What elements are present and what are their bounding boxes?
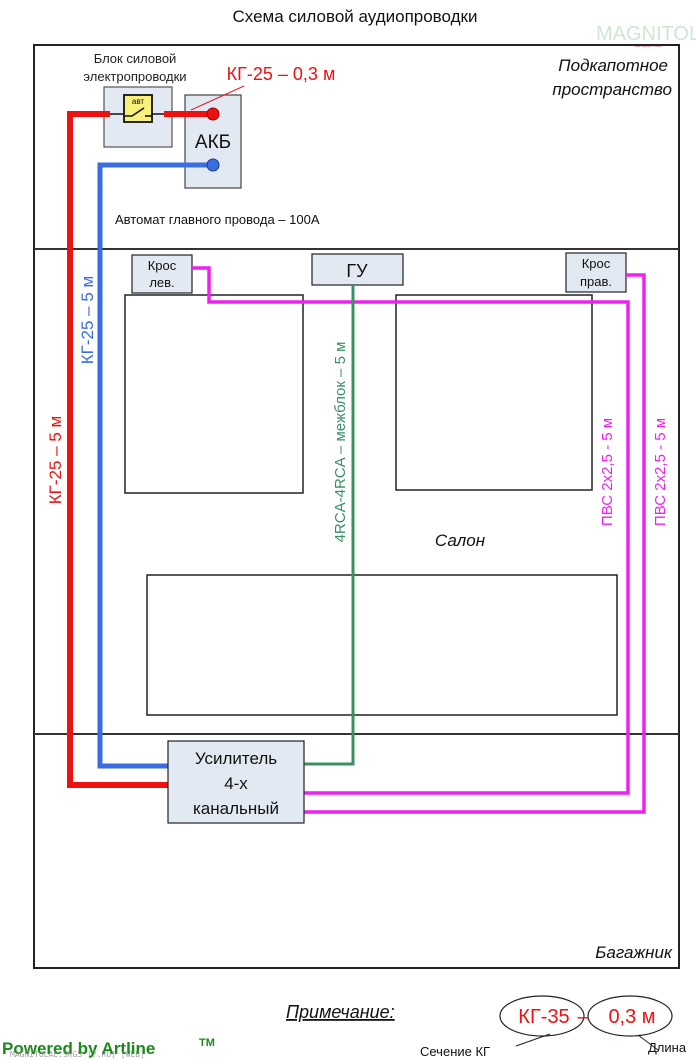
wire-label-ground: КГ-25 – 5 м	[78, 276, 97, 364]
wire-label-speaker-left: ПВС 2х2,5 - 5 м	[599, 418, 616, 526]
head-unit-label: ГУ	[346, 261, 368, 281]
legend-section-label: Сечение КГ	[420, 1044, 490, 1059]
amplifier	[167, 740, 305, 824]
amplifier-label-3: канальный	[193, 799, 279, 818]
crossover-right-label-1: Крос	[582, 256, 611, 271]
crossover-right-label-2: прав.	[580, 274, 612, 289]
leader-line-short-wire	[190, 85, 245, 111]
legend-leader-section	[515, 1033, 551, 1047]
zone-label-engine-1: Подкапотное	[558, 56, 668, 75]
amplifier-label-2: 4-х	[224, 774, 248, 793]
wire-speaker	[192, 266, 646, 814]
legend-title: Примечание:	[286, 1002, 395, 1022]
zone-label-cabin: Салон	[435, 531, 486, 550]
battery-positive-terminal	[206, 107, 220, 121]
wire-label-positive: КГ-25 – 5 м	[46, 416, 65, 504]
legend-section-ellipse	[499, 995, 585, 1037]
seat-front-left	[124, 294, 304, 494]
powered-by: Powered by Artline	[2, 1039, 155, 1058]
legend-length-label: Длина	[648, 1040, 687, 1055]
wire-label-battery-breaker: КГ-25 – 0,3 м	[227, 64, 336, 84]
crossover-left-label-2: лев.	[149, 275, 174, 290]
legend-example-sep: –	[577, 1006, 589, 1028]
battery-ground-terminal	[206, 158, 220, 172]
amplifier-label-1: Усилитель	[195, 749, 277, 768]
wire-label-interconnect: 4RCA-4RCA – межблок – 5 м	[332, 342, 349, 543]
zone-label-trunk: Багажник	[595, 943, 673, 962]
breaker-label: авт	[132, 97, 145, 106]
head-unit	[311, 253, 404, 286]
diagram-title: Схема силовой аудиопроводки	[233, 7, 478, 26]
car-outline	[33, 44, 680, 969]
crossover-left-label-1: Крос	[148, 258, 177, 273]
seat-front-right	[395, 294, 593, 491]
wire-interconnect	[304, 285, 355, 766]
wire-label-speaker-right: ПВС 2х2,5 - 5 м	[652, 418, 669, 526]
main-breaker-note: Автомат главного провода – 100А	[115, 212, 320, 227]
legend: Примечание: КГ-35 – 0,3 м Сечение КГ Дли…	[286, 995, 687, 1059]
wire-ground	[97, 158, 220, 769]
legend-example-length: 0,3 м	[608, 1006, 655, 1028]
power-block-label-2: электропроводки	[83, 69, 186, 84]
logo-text: MAGNITOLA	[596, 23, 696, 45]
power-block-label-1: Блок силовой	[94, 51, 177, 66]
breaker-switch: авт	[110, 94, 164, 123]
trademark: TM	[199, 1037, 215, 1049]
legend-length-ellipse	[587, 995, 673, 1037]
crossover-right	[565, 252, 627, 293]
legend-leader-length	[637, 1034, 659, 1051]
legend-example-section: КГ-35	[518, 1006, 569, 1028]
zone-label-engine-2: пространство	[552, 80, 672, 99]
crossover-left	[131, 254, 193, 294]
seat-rear	[146, 574, 618, 716]
wire-positive	[67, 107, 220, 788]
overlay-url: MAGNITOLAE.SKG5 [?.RU] [WEB]	[10, 1050, 145, 1059]
battery-label: АКБ	[195, 132, 231, 153]
